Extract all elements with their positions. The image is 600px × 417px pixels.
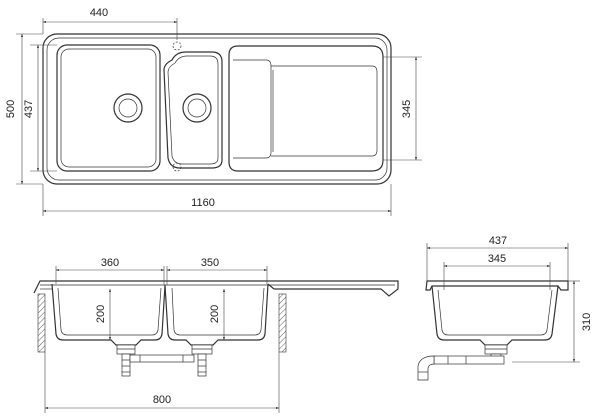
bowl-1 xyxy=(56,44,161,172)
sink-outline xyxy=(42,33,392,185)
dim-437-side: 437 xyxy=(489,235,507,247)
drainer xyxy=(228,45,384,172)
tap-hole-top xyxy=(172,41,182,51)
dim-500: 500 xyxy=(5,100,17,118)
dim-800: 800 xyxy=(153,394,171,406)
bowl-2 xyxy=(163,51,223,169)
dim-1160: 1160 xyxy=(191,197,215,209)
side-bowl-profile xyxy=(431,285,559,346)
dim-345-side: 345 xyxy=(488,253,506,265)
drain-2-inner xyxy=(187,98,207,118)
dim-437-top: 437 xyxy=(23,100,35,118)
drain-pipe-1 xyxy=(116,344,136,377)
dim-350: 350 xyxy=(201,257,219,269)
sink-rim xyxy=(33,280,399,297)
bowl-1-inner xyxy=(60,48,157,168)
dim-200-b: 200 xyxy=(209,305,221,323)
dim-200-a: 200 xyxy=(95,305,107,323)
worktop-right xyxy=(278,293,287,353)
bowl-1-profile xyxy=(51,283,166,346)
side-rim xyxy=(425,280,569,291)
drain-1 xyxy=(113,93,143,123)
dim-310: 310 xyxy=(581,313,593,331)
tap-hole-bottom xyxy=(172,162,182,172)
side-drain xyxy=(417,344,508,381)
front-section: 360 350 200 200 800 xyxy=(33,257,399,413)
side-section: 437 345 310 xyxy=(417,235,593,381)
dim-360: 360 xyxy=(101,257,119,269)
worktop-left xyxy=(37,293,46,353)
sink-outline-inner xyxy=(46,37,388,181)
drain-pipe-2 xyxy=(191,344,213,377)
drain-2 xyxy=(182,93,212,123)
dim-440: 440 xyxy=(90,7,108,19)
dim-345-top: 345 xyxy=(401,100,413,118)
overflow-connector xyxy=(129,354,195,363)
drainer-board xyxy=(233,59,272,159)
drain-1-inner xyxy=(118,98,138,118)
top-view: 440 500 437 345 1160 xyxy=(5,7,422,216)
